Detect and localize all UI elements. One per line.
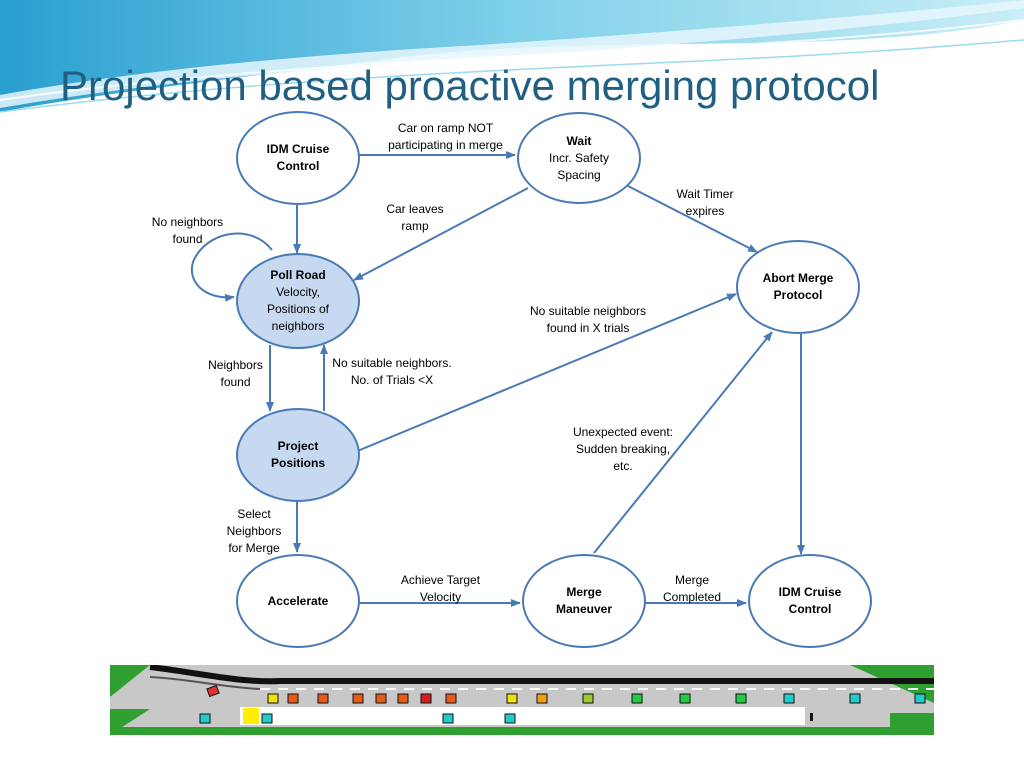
node-label: Merge <box>566 585 602 599</box>
node-label: Project <box>277 439 319 453</box>
node-label: Protocol <box>773 288 823 302</box>
slide-title: Projection based proactive merging proto… <box>60 62 880 109</box>
node-label: Velocity, <box>276 285 320 299</box>
node-label: Poll Road <box>270 268 326 282</box>
node-label: Control <box>788 602 832 616</box>
edge-label-achieve-target: Achieve Target Velocity <box>400 573 481 604</box>
edge-label-select-neighbors: Select Neighbors for Merge <box>226 507 282 555</box>
node-label: IDM Cruise <box>778 585 842 599</box>
edge-label-unexpected-event: Unexpected event: Sudden breaking, etc. <box>572 425 674 473</box>
edge-label-car-on-ramp: Car on ramp NOT participating in merge <box>388 121 503 152</box>
node-label: IDM Cruise <box>266 142 330 156</box>
node-accelerate: Accelerate <box>236 554 360 648</box>
edge-project-to-abort <box>354 293 737 453</box>
node-label: Spacing <box>557 167 601 182</box>
edge-label-no-suitable-x: No suitable neighbors found in X trials <box>529 304 647 335</box>
edge-label-neighbors-found: Neighbors found <box>208 358 263 389</box>
node-idm-cruise-control-bottom: IDM Cruise Control <box>748 554 872 648</box>
node-label: Positions of <box>266 302 330 316</box>
traffic-simulation-graphic <box>110 665 934 735</box>
edge-label-car-leaves: Car leaves ramp <box>386 202 444 233</box>
edge-label-wait-timer: Wait Timer expires <box>676 187 734 218</box>
node-label: Maneuver <box>555 602 613 616</box>
edge-wait-to-poll <box>353 187 529 281</box>
edge-label-merge-completed: Merge Completed <box>662 573 722 604</box>
node-poll-road: Poll Road Velocity, Positions of neighbo… <box>236 253 360 349</box>
node-label: Control <box>276 159 320 173</box>
node-label: Wait <box>566 133 592 148</box>
edge-label-no-neighbors: No neighbors found <box>151 215 224 246</box>
node-label: neighbors <box>271 319 325 333</box>
node-wait: Wait Incr. Safety Spacing <box>517 112 641 204</box>
node-label: Accelerate <box>267 593 329 608</box>
edge-wait-to-abort <box>627 185 758 253</box>
edge-merge-to-abort <box>593 331 773 554</box>
node-label: Positions <box>270 456 325 470</box>
traffic-simulation-image <box>110 665 934 735</box>
edge-label-no-suitable-trials: No suitable neighbors. No. of Trials <X <box>332 356 452 387</box>
edge-poll-self-loop <box>190 232 273 302</box>
node-abort-merge-protocol: Abort Merge Protocol <box>736 240 860 334</box>
node-label: Abort Merge <box>762 271 834 285</box>
node-label: Incr. Safety <box>548 150 610 165</box>
node-idm-cruise-control-top: IDM Cruise Control <box>236 111 360 205</box>
node-project-positions: Project Positions <box>236 408 360 502</box>
node-merge-maneuver: Merge Maneuver <box>522 554 646 648</box>
